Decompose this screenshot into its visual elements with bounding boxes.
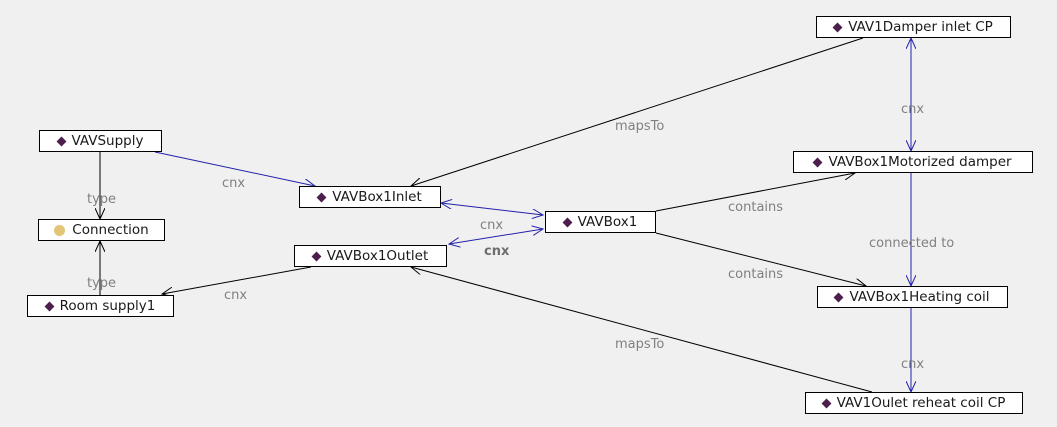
instance-diamond-icon bbox=[316, 192, 327, 202]
edge-label-mapsto-bottom: mapsTo bbox=[615, 337, 664, 352]
edge-cnx-inlet-vavbox1[interactable] bbox=[441, 203, 543, 215]
edge-label-contains-bottom: contains bbox=[728, 267, 783, 282]
node-connection[interactable]: Connection bbox=[38, 219, 165, 241]
edge-contains-damper[interactable] bbox=[655, 173, 855, 212]
node-label: VAV1Oulet reheat coil CP bbox=[836, 395, 1006, 411]
node-vav1oulet-reheat-coil-cp[interactable]: VAV1Oulet reheat coil CP bbox=[805, 392, 1023, 414]
edge-cnx-vavsupply-inlet[interactable] bbox=[154, 151, 315, 186]
edge-label-cnx-room-outlet: cnx bbox=[224, 288, 247, 303]
node-label: Room supply1 bbox=[59, 298, 156, 314]
node-vavbox1inlet[interactable]: VAVBox1Inlet bbox=[299, 186, 441, 208]
node-label: Connection bbox=[72, 222, 149, 238]
node-vavsupply[interactable]: VAVSupply bbox=[39, 130, 162, 152]
edge-cnx-outlet-vavbox1[interactable] bbox=[449, 229, 543, 244]
edge-label-cnx-damper-cp: cnx bbox=[901, 102, 924, 117]
edge-label-mapsto-top: mapsTo bbox=[615, 119, 664, 134]
node-vav1damper-inlet-cp[interactable]: VAV1Damper inlet CP bbox=[816, 16, 1011, 38]
instance-diamond-icon bbox=[311, 251, 322, 261]
node-vavbox1[interactable]: VAVBox1 bbox=[545, 211, 656, 233]
node-vavbox1motorized-damper[interactable]: VAVBox1Motorized damper bbox=[793, 151, 1033, 173]
edge-label-contains-top: contains bbox=[728, 200, 783, 215]
node-label: VAVBox1Heating coil bbox=[849, 289, 990, 305]
edge-label-cnx-coil-cp: cnx bbox=[901, 357, 924, 372]
node-vavbox1outlet[interactable]: VAVBox1Outlet bbox=[294, 245, 447, 267]
instance-diamond-icon bbox=[56, 136, 66, 146]
edge-label-connected-to: connected to bbox=[869, 236, 954, 251]
node-vavbox1heating-coil[interactable]: VAVBox1Heating coil bbox=[817, 286, 1008, 308]
node-label: VAVBox1 bbox=[577, 214, 638, 230]
edge-cnx-outlet-roomsupply[interactable] bbox=[162, 266, 312, 294]
class-circle-icon bbox=[54, 224, 66, 236]
node-label: VAV1Damper inlet CP bbox=[848, 19, 993, 35]
node-label: VAVBox1Outlet bbox=[326, 248, 429, 264]
instance-diamond-icon bbox=[832, 22, 843, 32]
edge-contains-heating-coil[interactable] bbox=[655, 232, 866, 286]
node-label: VAVBox1Inlet bbox=[332, 189, 422, 205]
edge-label-type-bottom: type bbox=[87, 276, 116, 291]
instance-diamond-icon bbox=[44, 301, 55, 311]
edge-label-cnx-inlet-box: cnx bbox=[480, 218, 503, 233]
edge-label-cnx-supply-inlet: cnx bbox=[222, 176, 245, 191]
instance-diamond-icon bbox=[813, 157, 823, 167]
edge-mapsto-reheat-cp-outlet[interactable] bbox=[411, 267, 873, 393]
node-label: VAVSupply bbox=[71, 133, 144, 149]
edge-mapsto-damper-cp-inlet[interactable] bbox=[411, 37, 864, 186]
edge-label-cnx-outlet-box: cnx bbox=[484, 244, 510, 259]
edge-label-type-top: type bbox=[87, 192, 116, 207]
node-room-supply1[interactable]: Room supply1 bbox=[27, 295, 174, 317]
instance-diamond-icon bbox=[821, 398, 832, 408]
instance-diamond-icon bbox=[834, 292, 844, 302]
node-label: VAVBox1Motorized damper bbox=[828, 154, 1012, 170]
instance-diamond-icon bbox=[562, 217, 573, 227]
